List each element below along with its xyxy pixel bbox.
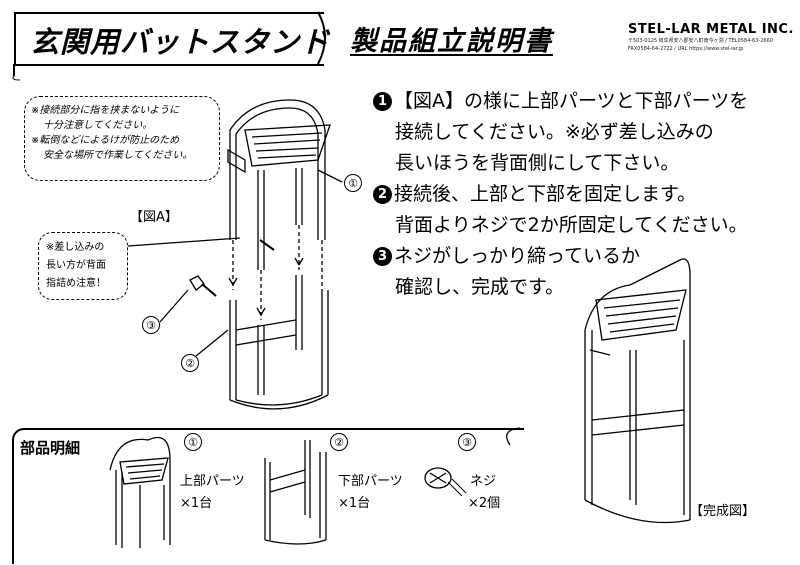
note-line: 指詰め注意！ — [46, 278, 106, 289]
part-name: 上部パーツ — [180, 474, 245, 489]
step-text: ネジがしっかり締っているか — [394, 245, 641, 267]
callout-screw: ③ — [142, 316, 160, 334]
part-quantity: ×2個 — [468, 496, 501, 511]
step-text: 確認し、完成です。 — [395, 276, 565, 298]
figure-a-label: 【図A】 — [130, 210, 178, 225]
lower-part-drawing — [229, 275, 329, 410]
insertion-note: ※差し込みの 長い方が背面 指詰め注意！ — [38, 232, 128, 300]
part-id: ③ — [458, 433, 476, 451]
product-title: 玄関用バットスタンド — [30, 25, 331, 59]
step-number: 2 — [373, 185, 392, 204]
part-id: ② — [330, 433, 348, 451]
title-frame — [14, 12, 324, 66]
step-number: 3 — [373, 247, 392, 266]
parts-drawings — [109, 436, 467, 548]
callout-lower-part: ② — [181, 354, 199, 372]
step-1: 1【図A】の様に上部パーツと下部パーツを — [373, 86, 748, 117]
caution-line: 十分注意してください。 — [43, 120, 153, 131]
complete-figure-label: 【完成図】 — [690, 504, 756, 519]
part-id: ① — [184, 433, 202, 451]
step-text: 【図A】の様に上部パーツと下部パーツを — [394, 90, 749, 112]
parts-list-frame — [12, 428, 524, 564]
callout-upper-part: ① — [344, 174, 362, 192]
caution-line: ※転倒などによるけが防止のため — [31, 135, 180, 146]
caution-line: 安全な場所で作業してください。 — [43, 150, 193, 161]
step-text: 接続後、上部と下部を固定します。 — [394, 183, 697, 205]
step-number: 1 — [373, 92, 392, 111]
part-name: 下部パーツ — [338, 474, 403, 489]
instruction-steps: 1【図A】の様に上部パーツと下部パーツを 接続してください。※必ず差し込みの 長… — [373, 86, 748, 303]
company-address: 〒503-0125 岐阜県安八郡安八町南今ヶ渕 / TEL0584-63-266… — [628, 38, 773, 52]
document-title: 製品組立説明書 — [350, 26, 553, 57]
note-line: 長い方が背面 — [46, 260, 106, 271]
caution-line: ※接続部分に指を挟まないように — [31, 105, 180, 116]
step-text: 長いほうを背面側にして下さい。 — [395, 152, 680, 174]
company-name: STEL-LAR METAL INC. — [628, 22, 794, 37]
part-name: ネジ — [470, 474, 497, 489]
step-text: 接続してください。※必ず差し込みの — [395, 121, 714, 143]
part-quantity: ×1台 — [180, 496, 213, 511]
upper-part-drawing — [227, 99, 331, 270]
complete-drawing — [584, 258, 691, 524]
parts-list-title: 部品明細 — [20, 439, 81, 457]
caution-note: ※接続部分に指を挟まないように 十分注意してください。 ※転倒などによるけが防止… — [24, 96, 220, 181]
note-line: ※差し込みの — [46, 242, 105, 253]
step-text: 背面よりネジで2か所固定してください。 — [395, 214, 748, 236]
part-quantity: ×1台 — [338, 496, 371, 511]
